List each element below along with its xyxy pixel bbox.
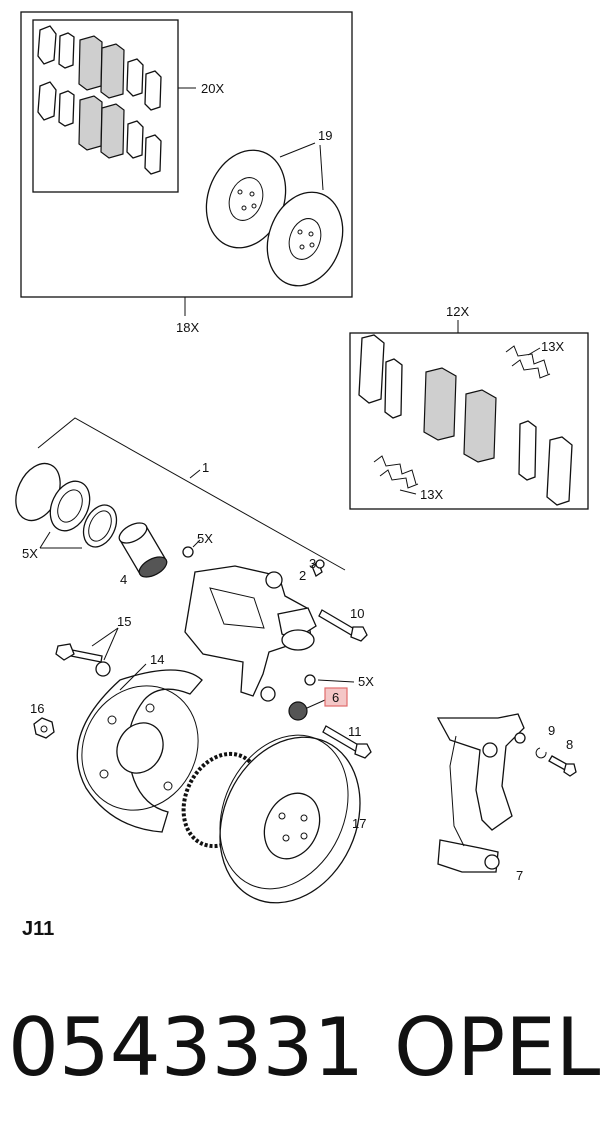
- label-11: 11: [348, 724, 362, 739]
- label-5x-b: 5X: [197, 531, 213, 546]
- label-3: 3: [309, 556, 316, 571]
- label-1: 1: [202, 460, 209, 475]
- brand-name: OPEL: [394, 1001, 600, 1094]
- label-17: 17: [352, 816, 366, 831]
- group-12x-pad-kit: 12X 13X 13X: [349, 304, 589, 510]
- label-5x-c: 5X: [358, 674, 374, 689]
- label-16: 16: [30, 701, 44, 716]
- brake-disc-rear: [266, 191, 344, 287]
- label-19: 19: [318, 128, 332, 143]
- label-4: 4: [120, 572, 127, 587]
- figure-code: J11: [22, 918, 54, 940]
- caliper-bracket: 7: [436, 713, 526, 883]
- label-12x: 12X: [446, 304, 469, 319]
- brake-pad-set-lower: [37, 81, 162, 175]
- group-18x-disc-kit: 20X 19: [20, 11, 353, 298]
- label-9: 9: [548, 723, 555, 738]
- part-number: 0543331: [8, 1001, 364, 1094]
- label-13x-top: 13X: [541, 339, 564, 354]
- label-15: 15: [117, 614, 131, 629]
- label-10: 10: [350, 606, 364, 621]
- label-8: 8: [566, 737, 573, 752]
- label-2: 2: [299, 568, 306, 583]
- label-13x-bottom: 13X: [420, 487, 443, 502]
- label-14: 14: [150, 652, 164, 667]
- bolt-15: 15: [55, 614, 131, 677]
- label-18x: 18X: [176, 320, 199, 335]
- label-6: 6: [332, 690, 339, 705]
- piston: [118, 522, 168, 578]
- label-7: 7: [516, 868, 523, 883]
- caliper-assembly: 1 5X 4 5X 3 2: [15, 417, 374, 759]
- brake-disc-front: [205, 149, 287, 249]
- label-20x: 20X: [201, 81, 224, 96]
- bolt-8-and-clip-9: 9 8: [535, 723, 577, 777]
- nut-16: 16: [30, 701, 55, 739]
- backing-plate: 14: [76, 652, 203, 833]
- brake-disc-17: 17: [219, 734, 366, 904]
- part-6-highlight[interactable]: [324, 687, 348, 707]
- label-5x-a: 5X: [22, 546, 38, 561]
- brake-pad-set-upper: [37, 25, 162, 111]
